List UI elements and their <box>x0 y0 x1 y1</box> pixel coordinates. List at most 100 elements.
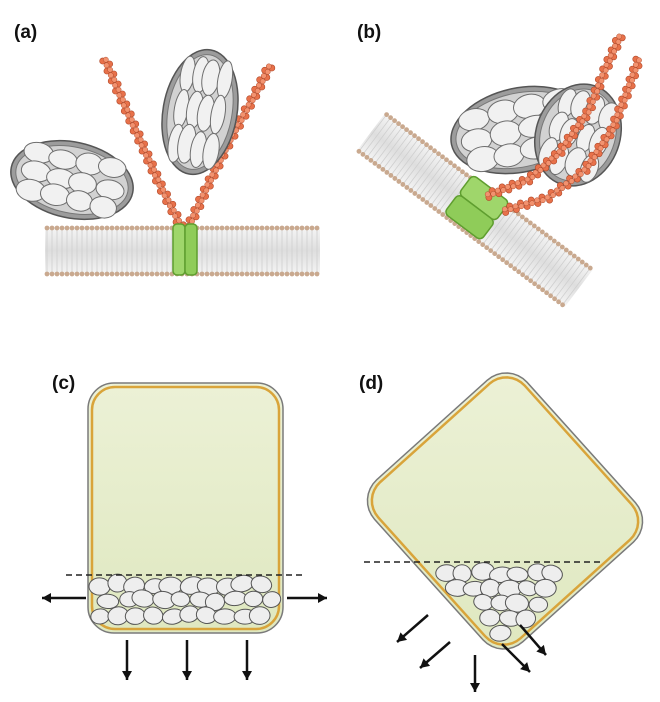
lipid-head <box>289 271 295 277</box>
actin-subunit <box>116 92 123 99</box>
actin-subunit <box>593 148 600 155</box>
lipid-head <box>299 225 305 231</box>
lipid-head <box>372 160 378 166</box>
lipid-head <box>214 225 220 231</box>
lipid-head <box>154 271 160 277</box>
actin-subunit <box>138 142 145 149</box>
actin-subunit <box>594 88 601 95</box>
actin-subunit <box>102 56 109 63</box>
lipid-head <box>520 272 526 278</box>
lipid-head <box>99 225 105 231</box>
actin-subunit <box>591 154 598 160</box>
lipid-head <box>531 223 537 229</box>
lipid-head <box>269 225 275 231</box>
actin-subunit <box>590 98 596 105</box>
actin-subunit <box>602 67 609 74</box>
lipid-head <box>74 271 80 277</box>
actin-subunit <box>204 181 211 188</box>
actin-subunit <box>142 146 149 153</box>
actin-subunit <box>575 122 581 128</box>
membrane-b <box>356 112 593 308</box>
actin-subunit <box>553 187 560 194</box>
amyloplast-granule <box>534 578 557 598</box>
actin-subunit <box>599 72 606 78</box>
starch-granule <box>97 157 127 178</box>
force-arrow-head <box>122 671 132 680</box>
lipid-head <box>104 271 110 277</box>
lipid-head <box>555 241 561 247</box>
lipid-head <box>480 242 486 248</box>
actin-subunit <box>190 212 196 219</box>
lipid-head <box>420 139 425 145</box>
actin-subunit <box>249 97 256 104</box>
actin-subunit <box>567 136 573 142</box>
panel-a-upright-membrane <box>10 48 320 277</box>
lipid-head <box>219 225 225 231</box>
lipid-head <box>356 148 362 154</box>
lipid-head <box>384 112 390 117</box>
lipid-head <box>229 225 235 231</box>
amyloplast-granule <box>515 609 537 629</box>
actin-subunit <box>586 103 593 110</box>
actin-subunit <box>524 176 531 183</box>
lipid-head <box>104 225 110 231</box>
lipid-head <box>124 271 130 277</box>
actin-subunit <box>579 118 586 125</box>
lipid-head <box>124 225 130 231</box>
force-arrow-head <box>536 644 546 655</box>
lipid-head <box>129 225 135 231</box>
actin-subunit <box>573 127 580 134</box>
lipid-head <box>89 225 95 231</box>
actin-subunit <box>603 136 610 143</box>
lipid-head <box>516 269 522 275</box>
lipid-head <box>309 225 315 231</box>
force-arrow-head <box>242 671 252 680</box>
amyloplast-granule <box>479 609 501 627</box>
lipid-head <box>259 271 265 277</box>
lipid-head <box>244 225 250 231</box>
lipid-head <box>496 254 502 260</box>
lipid-head <box>149 271 155 277</box>
lipid-head <box>134 271 140 277</box>
actin-subunit <box>626 81 632 88</box>
lipid-head <box>532 281 538 287</box>
lipid-head <box>500 257 506 263</box>
actin-subunit <box>250 92 257 98</box>
actin-subunit <box>598 77 605 84</box>
force-arrow-head <box>520 662 530 672</box>
lipid-head <box>139 225 145 231</box>
actin-subunit <box>610 121 617 128</box>
lipid-head <box>460 169 465 175</box>
sedimented-amyloplasts <box>435 562 563 642</box>
actin-subunit <box>166 203 173 209</box>
actin-subunit <box>616 33 623 40</box>
lipid-head <box>392 176 398 181</box>
actin-subunit <box>494 187 501 194</box>
actin-subunit <box>146 156 153 163</box>
actin-subunit <box>151 172 158 179</box>
lipid-head <box>279 271 285 277</box>
lipid-head <box>404 185 410 190</box>
actin-subunit <box>265 63 272 70</box>
cell-wall <box>370 376 640 646</box>
lipid-head <box>219 271 225 277</box>
lipid-head <box>49 225 55 231</box>
lipid-head <box>254 271 260 277</box>
actin-subunit <box>170 207 177 214</box>
lipid-head <box>552 296 557 302</box>
actin-subunit <box>572 173 579 180</box>
lipid-head <box>79 225 85 231</box>
lipid-head <box>527 220 533 226</box>
force-arrow-head <box>397 632 408 642</box>
lipid-head <box>476 239 482 245</box>
actin-subunit <box>115 86 122 93</box>
lipid-head <box>583 262 589 268</box>
actin-subunit <box>523 200 530 207</box>
lipid-head <box>396 121 401 127</box>
actin-subunit <box>553 153 560 159</box>
lipid-head <box>269 271 275 277</box>
lipid-head <box>144 271 150 277</box>
lipid-head <box>412 191 418 196</box>
actin-subunit <box>540 162 547 169</box>
lipid-head <box>279 225 285 231</box>
